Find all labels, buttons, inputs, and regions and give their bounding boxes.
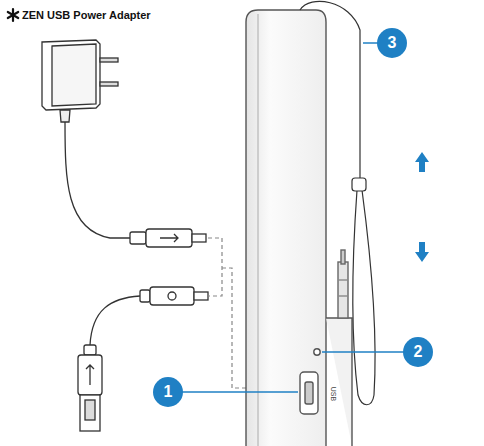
power-adapter <box>42 40 118 122</box>
asterisk-icon <box>8 9 18 21</box>
lanyard <box>300 1 375 404</box>
zen-device <box>246 10 352 446</box>
usb-a-plug <box>78 345 102 431</box>
callout-number: 2 <box>414 344 423 360</box>
cable <box>65 122 140 345</box>
slide-arrow <box>415 152 429 262</box>
callout-number: 3 <box>388 35 397 51</box>
diagram-title: ZEN USB Power Adapter <box>22 9 151 21</box>
callout-circle <box>153 28 433 407</box>
usb-connector <box>140 287 208 305</box>
callout-number: 1 <box>164 384 173 400</box>
usb-connector <box>130 229 206 247</box>
port-label: USB <box>330 387 337 401</box>
leader-line <box>182 43 404 392</box>
